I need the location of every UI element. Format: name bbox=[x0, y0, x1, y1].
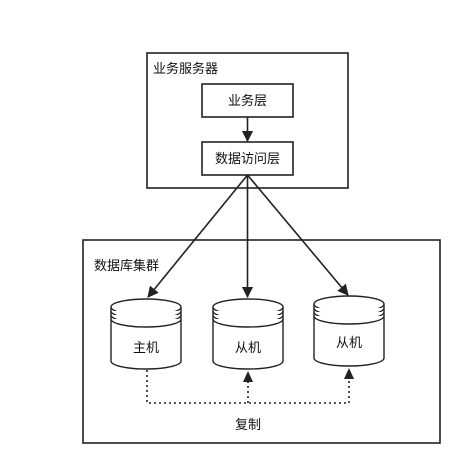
replication-arrowhead-slave-2 bbox=[344, 368, 354, 379]
db-cluster-title: 数据库集群 bbox=[94, 258, 159, 274]
data-access-layer-box: 数据访问层 bbox=[201, 141, 294, 176]
slave-2-database-icon: 从机 bbox=[313, 295, 385, 367]
replication-arrowhead-slave-1 bbox=[243, 371, 253, 382]
business-layer-box: 业务层 bbox=[201, 83, 294, 118]
master-label: 主机 bbox=[133, 341, 159, 356]
replication-connector bbox=[146, 368, 354, 404]
business-server-title: 业务服务器 bbox=[153, 61, 218, 77]
arrow-to-master bbox=[147, 174, 249, 298]
slave-1-database-icon: 从机 bbox=[212, 298, 284, 370]
data-access-layer-label: 数据访问层 bbox=[215, 152, 280, 167]
replication-label: 复制 bbox=[235, 418, 261, 433]
master-database-icon: 主机 bbox=[110, 298, 182, 370]
slave-1-label: 从机 bbox=[235, 341, 261, 356]
slave-2-label: 从机 bbox=[336, 336, 362, 351]
business-layer-label: 业务层 bbox=[228, 93, 267, 109]
arrow-to-slave-2 bbox=[246, 174, 349, 296]
